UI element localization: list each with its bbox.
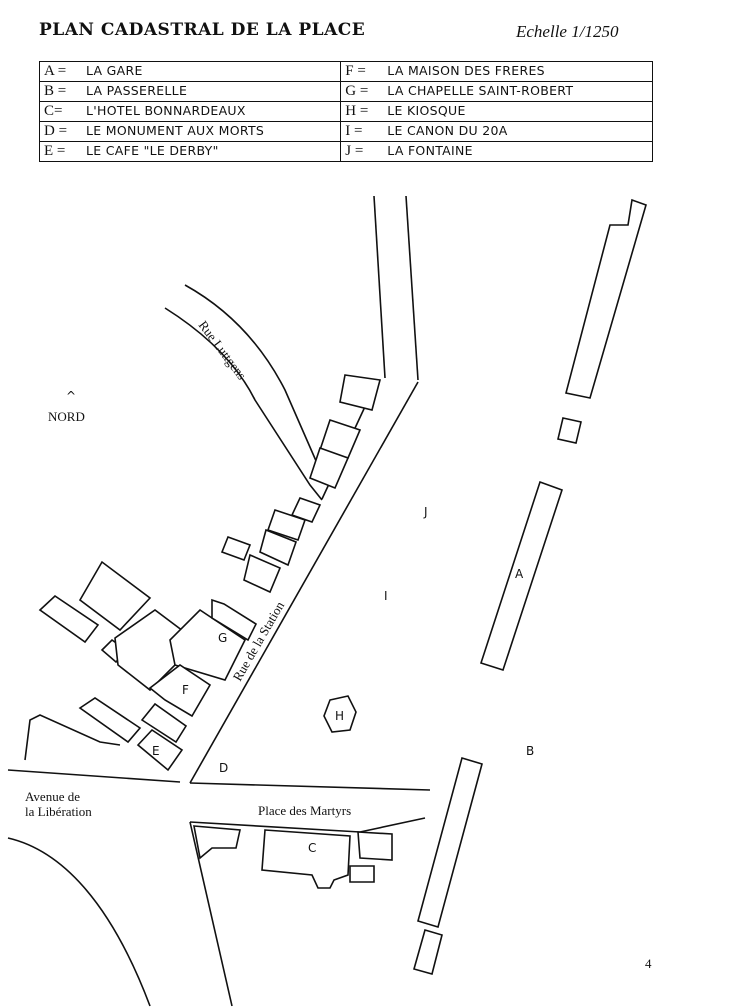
legend-row: D = LE MONUMENT AUX MORTS I = LE CANON DU … [38, 121, 653, 142]
kiosque-marker [323, 695, 357, 733]
page-number: 4 [645, 956, 652, 971]
legend-value: LA CHAPELLE SAINT-ROBERT [387, 83, 574, 98]
legend-table: A = LA GARE F = LA MAISON DES FRERES B = LA… [38, 61, 653, 162]
building [140, 702, 188, 744]
building [259, 528, 298, 567]
legend-row: C= L'HOTEL BONNARDEAUX H = LE KIOSQUE [38, 101, 653, 122]
building [78, 560, 152, 632]
avenue-liberation-road [7, 769, 431, 791]
map-title: PLAN CADASTRAL DE LA PLACE [39, 20, 366, 40]
rue-station-road [189, 381, 419, 784]
corner-plot [24, 714, 121, 761]
legend-key: F = [345, 63, 366, 79]
legend-value: LA MAISON DES FRERES [387, 63, 545, 78]
avenue-label-line2: la Libération [25, 804, 92, 819]
marker-j: J [423, 505, 428, 519]
platform-shelter [557, 417, 582, 444]
hotel-bonnardeaux [261, 829, 351, 889]
marker-g: G [218, 631, 227, 645]
marker-f: F [182, 683, 189, 697]
building [193, 825, 241, 860]
legend-value: LA PASSERELLE [86, 83, 188, 98]
marker-e: E [152, 744, 160, 758]
legend-row: A = LA GARE F = LA MAISON DES FRERES [38, 61, 653, 82]
building [339, 374, 382, 411]
building [309, 446, 350, 490]
legend-value: LE CAFE "LE DERBY" [86, 143, 219, 158]
marker-d: D [219, 761, 228, 775]
legend-value: L'HOTEL BONNARDEAUX [86, 103, 246, 118]
footbridge [417, 756, 483, 929]
building [357, 831, 393, 861]
legend-row: E = LE CAFE "LE DERBY" J = LA FONTAINE [38, 141, 653, 162]
legend-key: G = [345, 83, 369, 99]
legend-cell: I = LE CANON DU 20A [340, 121, 653, 142]
north-arrow-icon: ^ [66, 389, 76, 403]
legend-cell: J = LA FONTAINE [340, 141, 653, 162]
building [78, 697, 142, 744]
legend-value: LA GARE [86, 63, 143, 78]
legend-key: J = [345, 143, 364, 159]
main-road-north [373, 195, 419, 381]
legend-key: H = [345, 103, 369, 119]
legend-value: LE MONUMENT AUX MORTS [86, 123, 265, 138]
marker-c: C [308, 841, 316, 855]
building [38, 594, 100, 644]
rue-luttgens-road [164, 284, 323, 501]
marker-a: A [515, 567, 524, 581]
legend-value: LA FONTAINE [387, 143, 473, 158]
legend-key: E = [44, 143, 66, 159]
platform-south [413, 929, 443, 975]
station-buildings [413, 198, 647, 975]
platform-north [565, 198, 647, 399]
building [220, 535, 252, 562]
place-label: Place des Martyrs [258, 803, 351, 818]
legend-value: LE CANON DU 20A [387, 123, 508, 138]
building [266, 508, 307, 542]
building [211, 598, 258, 642]
cafe-le-derby [136, 728, 184, 772]
map-scale: Echelle 1/1250 [516, 22, 619, 41]
legend-key: A = [44, 63, 67, 79]
legend-cell: H = LE KIOSQUE [340, 101, 653, 122]
buildings-north [220, 374, 382, 594]
legend-value: LE KIOSQUE [387, 103, 466, 118]
north-label: NORD [48, 409, 85, 424]
legend-key: B = [44, 83, 67, 99]
legend-key: I = [345, 123, 363, 139]
buildings-west [38, 560, 258, 772]
legend-cell: F = LA MAISON DES FRERES [340, 61, 653, 82]
building [290, 497, 322, 523]
buildings-south [193, 825, 393, 889]
maison-des-freres [148, 664, 212, 718]
legend-key: D = [44, 123, 68, 139]
marker-h: H [335, 709, 344, 723]
avenue-label-line1: Avenue de [25, 789, 80, 804]
legend-cell: E = LE CAFE "LE DERBY" [38, 141, 342, 162]
legend-key: C= [44, 103, 63, 119]
marker-i: I [384, 589, 388, 603]
station-building [479, 480, 564, 672]
legend-cell: B = LA PASSERELLE [38, 81, 342, 102]
marker-b: B [526, 744, 534, 758]
building [243, 553, 282, 594]
building [349, 865, 375, 883]
